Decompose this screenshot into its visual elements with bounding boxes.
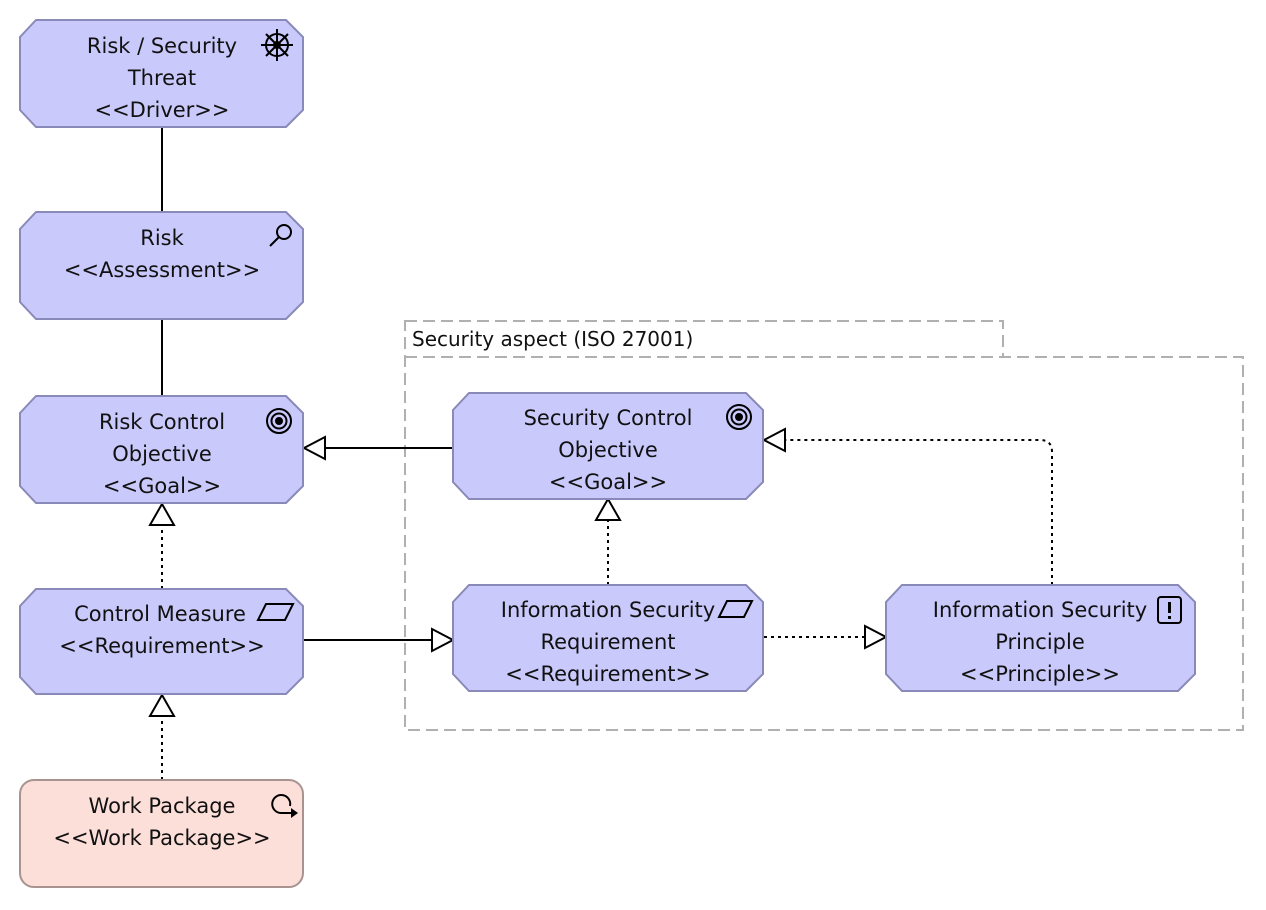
group-label: Security aspect (ISO 27001) (412, 327, 693, 351)
realization-workpackage-controlmeasure[interactable] (148, 692, 176, 780)
node-name-line1: Information Security (501, 598, 715, 622)
node-name-line2: Objective (112, 442, 212, 466)
realization-requirement-principle[interactable] (764, 624, 889, 650)
target-icon (726, 404, 752, 430)
security-aspect-group[interactable]: Security aspect (ISO 27001) (404, 320, 1244, 731)
node-name-line1: Information Security (933, 598, 1147, 622)
node-shape (452, 392, 764, 500)
driver-wheel-icon (261, 29, 293, 61)
node-work-package[interactable]: Work Package <<Work Package>> (19, 779, 304, 888)
node-information-security-principle[interactable]: Information Security Principle <<Princip… (885, 584, 1196, 692)
node-name-line2: Principle (995, 630, 1085, 654)
loop-arrow-icon (271, 794, 298, 818)
realization-requirement-securityobj[interactable] (594, 496, 622, 585)
node-information-security-requirement[interactable]: Information Security Requirement <<Requi… (452, 584, 764, 692)
node-risk[interactable]: Risk <<Assessment>> (19, 211, 304, 320)
node-shape (19, 779, 304, 888)
exclamation-box-icon (1157, 596, 1182, 624)
parallelogram-icon (717, 600, 754, 618)
specialization-controlmeasure-requirement[interactable] (304, 627, 456, 653)
node-risk-security-threat[interactable]: Risk / Security Threat <<Driver>> (19, 19, 304, 128)
node-shape (885, 584, 1196, 692)
node-control-measure[interactable]: Control Measure <<Requirement>> (19, 588, 304, 695)
node-shape (19, 211, 304, 320)
node-name-line1: Risk Control (99, 410, 225, 434)
node-name-line1: Work Package (89, 794, 236, 818)
realization-controlmeasure-riskobj[interactable] (148, 501, 176, 589)
node-name-line1: Risk (140, 226, 184, 250)
realization-principle-securityobj[interactable] (761, 427, 1053, 585)
node-name-line2: Objective (558, 438, 658, 462)
specialization-securityobj-riskobj[interactable] (301, 435, 453, 461)
node-risk-control-objective[interactable]: Risk Control Objective <<Goal>> (19, 395, 304, 504)
node-stereotype: <<Requirement>> (59, 634, 264, 658)
node-shape (19, 19, 304, 128)
target-icon (266, 408, 292, 434)
node-name-line2: Threat (127, 66, 196, 90)
magnifier-icon (269, 224, 292, 247)
node-name-line2: Requirement (540, 630, 675, 654)
parallelogram-icon (256, 603, 295, 621)
node-stereotype: <<Work Package>> (53, 826, 270, 850)
node-name-line1: Control Measure (74, 602, 246, 626)
relationships (148, 127, 1053, 780)
node-stereotype: <<Requirement>> (505, 662, 710, 686)
node-stereotype: <<Principle>> (960, 662, 1120, 686)
node-shape (19, 588, 304, 695)
node-name-line1: Risk / Security (87, 34, 237, 58)
node-stereotype: <<Driver>> (94, 98, 229, 122)
node-stereotype: <<Goal>> (549, 470, 667, 494)
node-shape (452, 584, 764, 692)
node-security-control-objective[interactable]: Security Control Objective <<Goal>> (452, 392, 764, 500)
group-border (404, 320, 1244, 731)
node-shape (19, 395, 304, 504)
node-name-line1: Security Control (524, 406, 693, 430)
node-stereotype: <<Assessment>> (64, 258, 260, 282)
node-stereotype: <<Goal>> (103, 474, 221, 498)
